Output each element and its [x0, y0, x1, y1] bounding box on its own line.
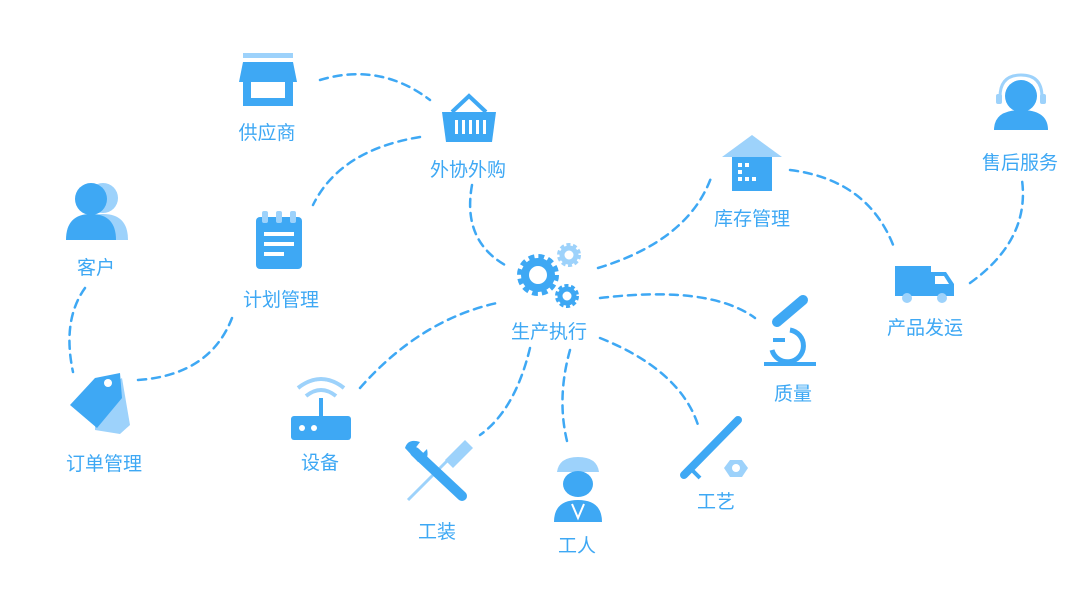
node-label-tooling: 工装 [417, 521, 457, 543]
node-label-shipping: 产品发运 [886, 317, 964, 339]
link-equipment-production [358, 301, 499, 390]
node-label-process: 工艺 [696, 491, 736, 513]
node-label-customer: 客户 [76, 257, 116, 279]
node-label-worker: 工人 [557, 535, 597, 557]
gears-icon [517, 243, 581, 308]
link-production-inventory [596, 173, 714, 270]
node-label-outsourcing: 外协外购 [429, 159, 507, 181]
tag-icon [70, 373, 130, 434]
notepad-icon [256, 211, 302, 269]
shop-icon [239, 53, 297, 106]
microscope-icon [764, 295, 816, 366]
warehouse-icon [722, 135, 782, 191]
connectors [68, 73, 1025, 447]
node-label-equipment: 设备 [300, 452, 340, 474]
link-customer-order [68, 286, 87, 374]
wrench-screwdriver-icon [405, 440, 473, 502]
node-label-after-sales: 售后服务 [981, 152, 1059, 174]
tool-nut-icon [680, 416, 748, 480]
worker-icon [554, 457, 602, 522]
link-production-tooling [478, 346, 532, 437]
link-production-worker [561, 348, 572, 447]
link-outsourcing-production [468, 183, 507, 267]
link-production-quality [598, 293, 757, 320]
link-shipping-aftersales [968, 178, 1025, 285]
node-label-order: 订单管理 [65, 453, 143, 475]
node-label-inventory: 库存管理 [713, 208, 791, 230]
node-label-supplier: 供应商 [238, 122, 296, 144]
user-group-icon [66, 183, 128, 240]
node-label-production: 生产执行 [510, 321, 588, 343]
link-supplier-outsourcing [318, 73, 432, 102]
headset-user-icon [994, 73, 1048, 130]
node-label-planning: 计划管理 [242, 289, 320, 311]
link-outsourcing-planning [311, 135, 422, 207]
truck-icon [895, 266, 954, 303]
link-order-planning [136, 316, 234, 382]
node-label-quality: 质量 [773, 383, 813, 405]
link-production-process [598, 336, 700, 427]
basket-icon [442, 93, 496, 142]
link-inventory-shipping [788, 168, 897, 252]
router-icon [291, 377, 351, 440]
